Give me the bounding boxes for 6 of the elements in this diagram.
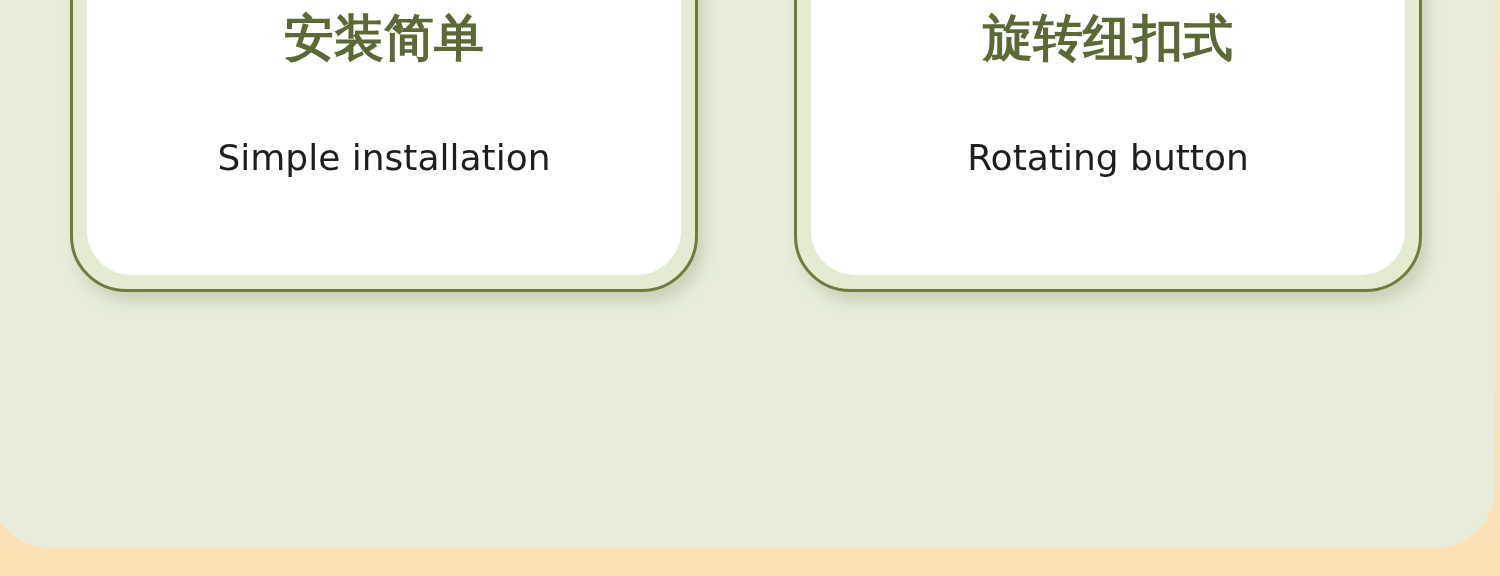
card-subtitle: Rotating button: [966, 137, 1250, 178]
card-heading: 旋转纽扣式: [981, 8, 1234, 69]
feature-card: [794, 0, 1422, 292]
feature-card: [70, 0, 698, 292]
card-subtitle: Simple installation: [216, 137, 552, 178]
card-heading: 安装简单: [283, 8, 485, 69]
